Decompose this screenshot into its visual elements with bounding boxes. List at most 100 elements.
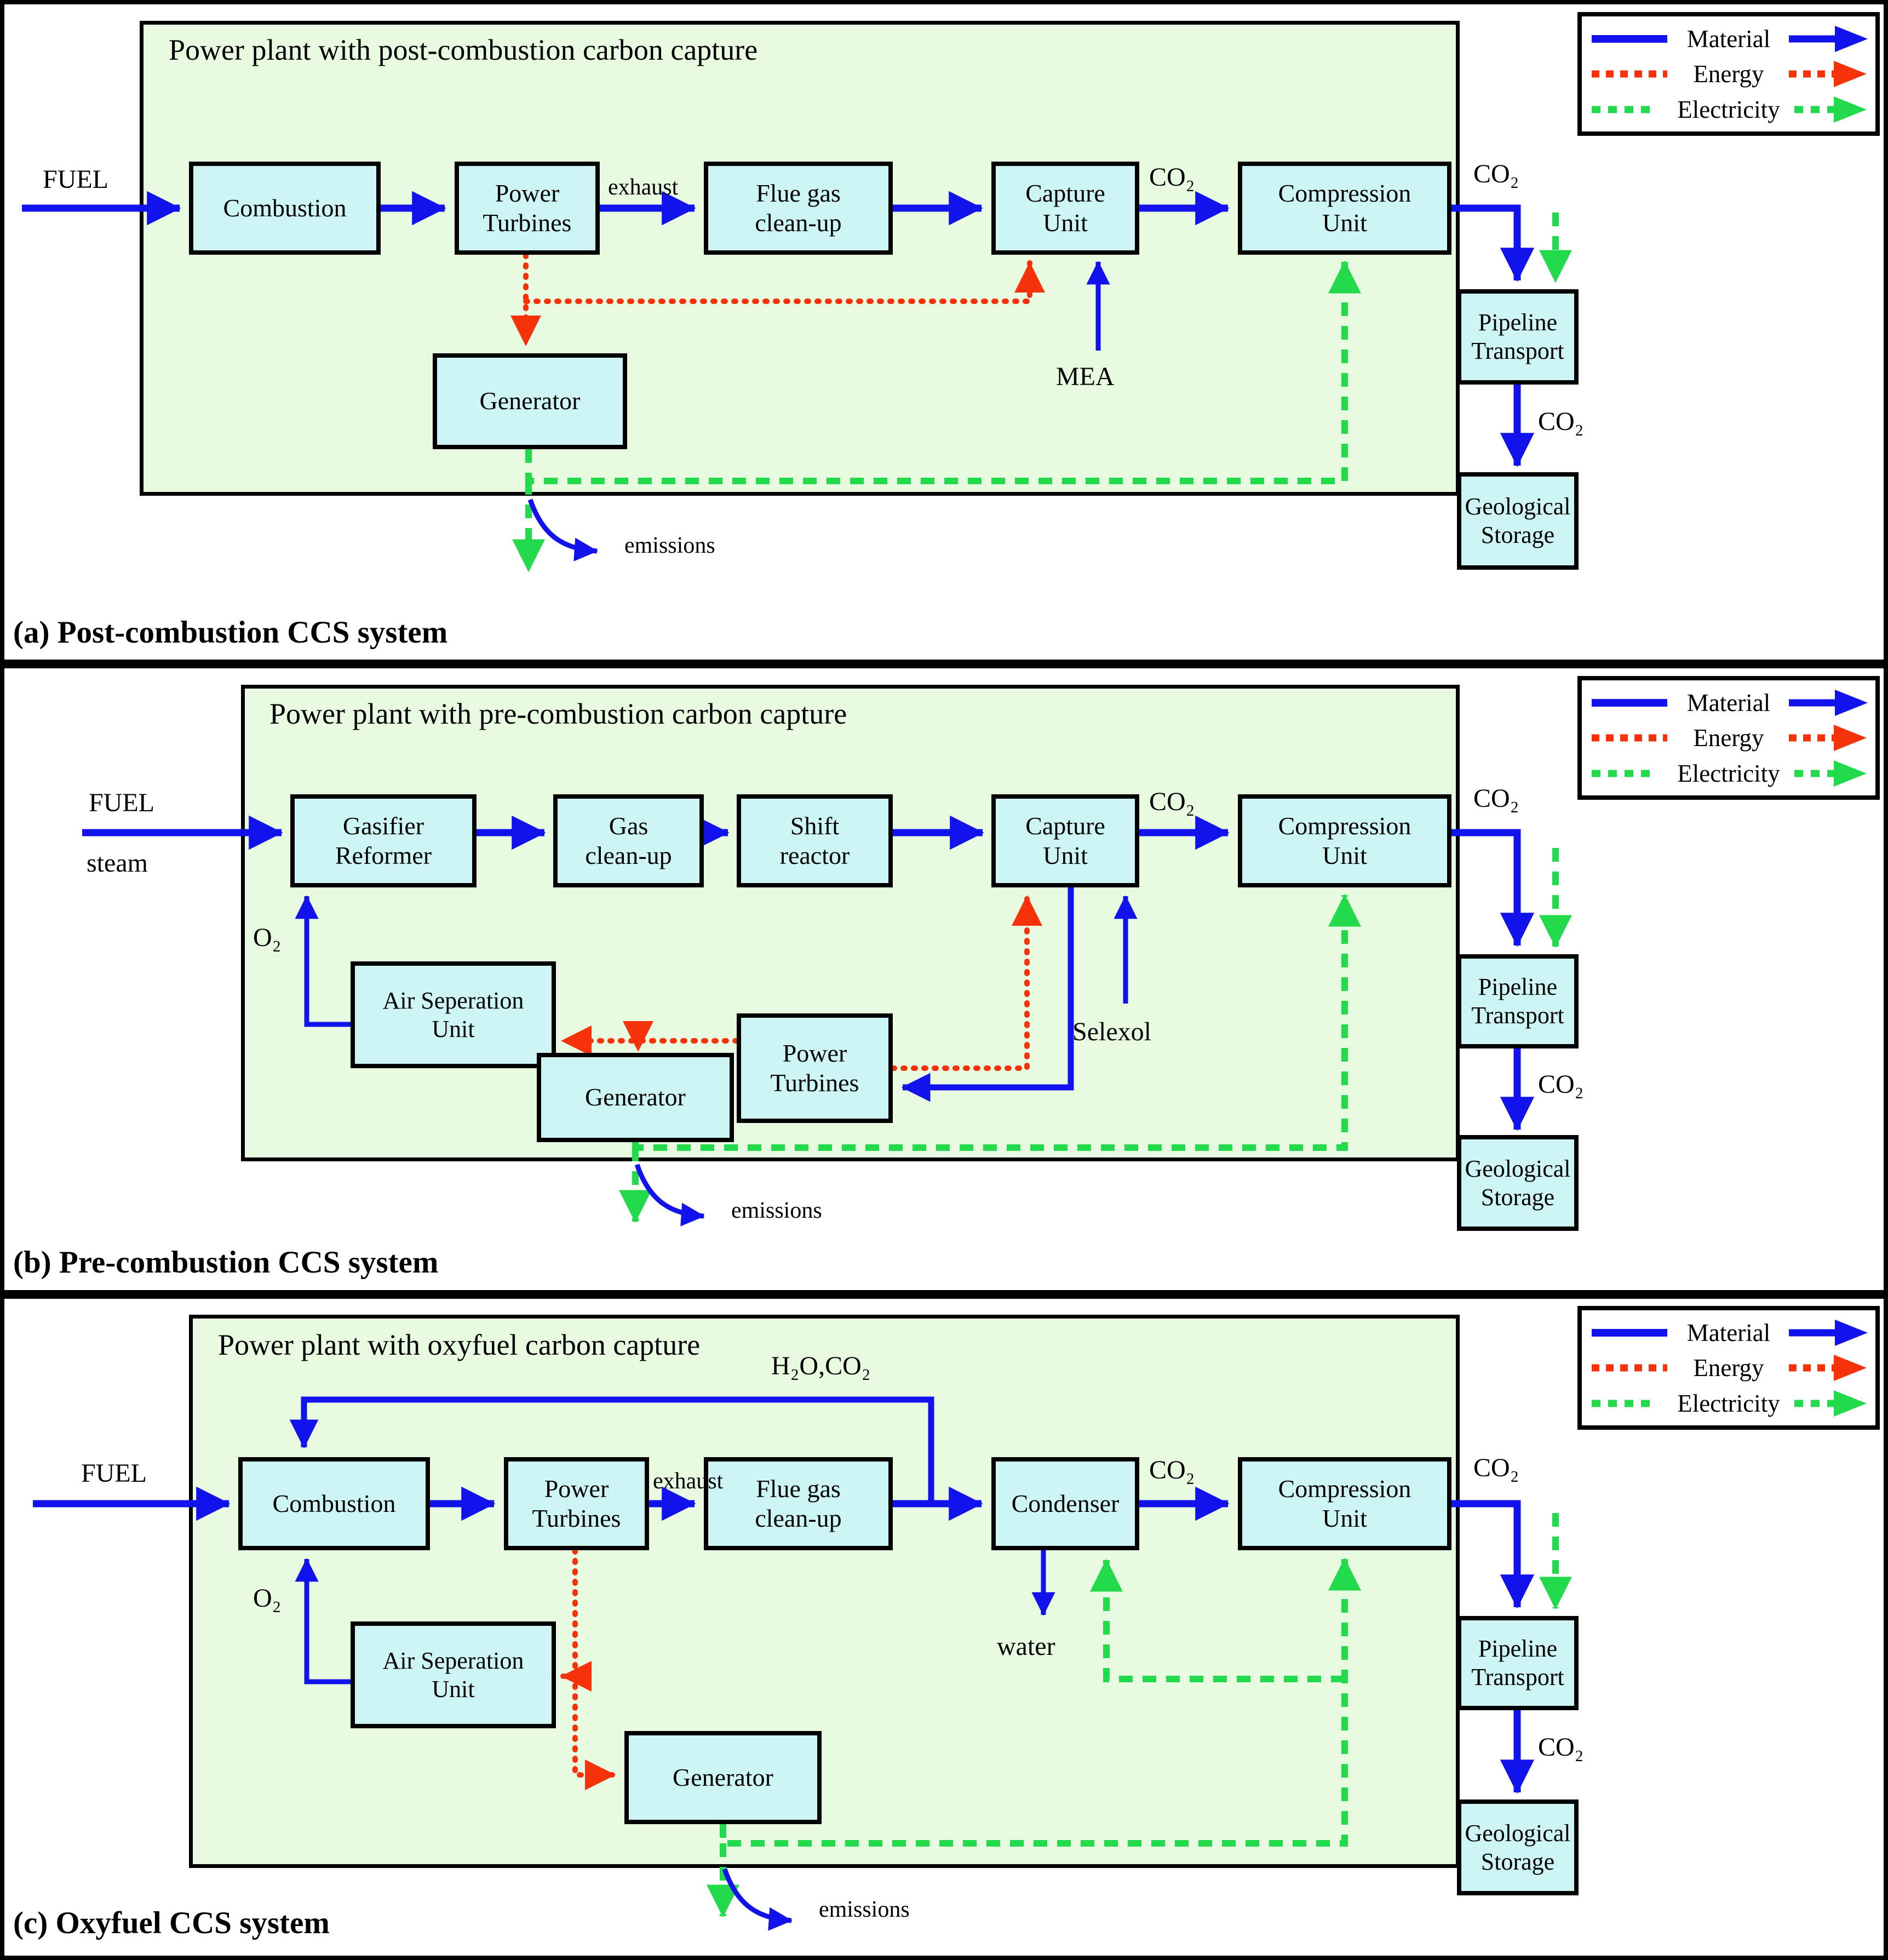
energy-line-icon <box>1592 1364 1667 1372</box>
box-flue-gas-cleanup-a: Flue gas clean-up <box>704 162 893 255</box>
box-compression-unit-a: Compression Unit <box>1238 162 1451 255</box>
legend-b: Material Energy Electricity <box>1577 676 1880 800</box>
legend-row-energy: Energy <box>1588 59 1869 89</box>
caption-b: (b) Pre-combustion CCS system <box>13 1245 439 1280</box>
legend-material-label: Material <box>1686 1319 1771 1346</box>
electricity-arrow-icon <box>1794 1390 1867 1417</box>
b-energy-to-capture <box>890 893 1043 1071</box>
b-o2-arrow <box>295 895 355 1027</box>
label-co2-out-c: CO₂ <box>1473 1453 1519 1482</box>
legend-row-electricity: Electricity <box>1588 1388 1869 1419</box>
label-emissions-a: emissions <box>624 533 715 558</box>
legend-row-material: Material <box>1588 1317 1869 1348</box>
box-generator-a: Generator <box>433 353 627 449</box>
label-fuel-a: FUEL <box>43 165 108 194</box>
caption-a: (a) Post-combustion CCS system <box>13 615 448 650</box>
label-exhaust-a: exhaust <box>608 175 679 200</box>
c-electricity-to-compression <box>720 1557 1361 1847</box>
electricity-line-icon <box>1592 1400 1654 1407</box>
box-geological-storage-a: Geological Storage <box>1457 472 1579 570</box>
energy-line-icon <box>1592 70 1667 78</box>
plant-boundary-a <box>140 21 1460 496</box>
b-electricity-to-compression <box>632 893 1361 1151</box>
box-compression-unit-c: Compression Unit <box>1238 1457 1451 1550</box>
legend-electricity-label: Electricity <box>1677 1389 1780 1417</box>
label-selexol-b: Selexol <box>1072 1017 1151 1046</box>
electricity-line-icon <box>1592 770 1654 777</box>
label-o2-c: O₂ <box>253 1584 282 1613</box>
legend-energy-label: Energy <box>1693 60 1764 88</box>
c-o2-arrow <box>295 1558 355 1684</box>
legend-material-label: Material <box>1686 25 1771 53</box>
caption-c: (c) Oxyfuel CCS system <box>13 1906 330 1940</box>
box-shift-reactor-b: Shift reactor <box>737 794 893 887</box>
legend-c: Material Energy Electricity <box>1577 1306 1880 1430</box>
electricity-arrow-icon <box>1794 96 1867 123</box>
a-electricity-to-compression <box>525 260 1361 484</box>
material-line-icon <box>1592 35 1667 43</box>
label-co2-condenser-c: CO₂ <box>1149 1455 1195 1485</box>
box-combustion-a: Combustion <box>189 162 381 255</box>
a-emissions-arrow <box>527 498 598 561</box>
legend-electricity-label: Electricity <box>1677 95 1780 123</box>
energy-arrow-icon <box>1789 1355 1867 1381</box>
energy-line-icon <box>1592 734 1667 742</box>
legend-energy-label: Energy <box>1693 1354 1764 1382</box>
label-mea-a: MEA <box>1056 362 1115 391</box>
plant-title-c: Power plant with oxyfuel carbon capture <box>218 1328 701 1361</box>
electricity-arrow-icon <box>1794 760 1867 787</box>
box-power-turbines-a: Power Turbines <box>455 162 600 255</box>
legend-energy-label: Energy <box>1693 724 1764 752</box>
box-gas-cleanup-b: Gas clean-up <box>553 794 704 887</box>
material-line-icon <box>1592 698 1667 707</box>
label-emissions-b: emissions <box>731 1198 822 1223</box>
energy-arrow-icon <box>1789 61 1867 87</box>
label-co2-pipe-a: CO₂ <box>1538 407 1584 436</box>
legend-row-material: Material <box>1588 687 1869 718</box>
b-capture-to-turbines <box>901 887 1074 1102</box>
box-power-turbines-b: Power Turbines <box>737 1013 893 1123</box>
plant-title-a: Power plant with post-combustion carbon … <box>169 33 758 66</box>
label-fuel-c: FUEL <box>81 1459 147 1488</box>
legend-electricity-label: Electricity <box>1677 759 1780 787</box>
box-pipeline-transport-a: Pipeline Transport <box>1457 289 1579 385</box>
c-energy-to-generator <box>572 1548 617 1791</box>
legend-row-energy: Energy <box>1588 1352 1869 1383</box>
c-recycle-h2o-co2 <box>289 1396 934 1504</box>
label-exhaust-c: exhaust <box>653 1469 724 1494</box>
label-water-c: water <box>997 1632 1055 1661</box>
legend-row-energy: Energy <box>1588 723 1869 753</box>
material-arrow-icon <box>1789 1319 1868 1346</box>
label-co2-capture-a: CO₂ <box>1149 163 1195 192</box>
legend-row-electricity: Electricity <box>1588 758 1869 789</box>
label-co2-out-a: CO₂ <box>1473 159 1519 188</box>
plant-title-b: Power plant with pre-combustion carbon c… <box>269 697 847 730</box>
box-condenser-c: Condenser <box>991 1457 1139 1550</box>
energy-arrow-icon <box>1789 725 1867 751</box>
label-h2o-co2-c: H₂O,CO₂ <box>771 1351 871 1380</box>
label-steam-b: steam <box>87 849 148 878</box>
a-co2-to-pipeline <box>1451 204 1535 282</box>
box-capture-unit-a: Capture Unit <box>991 162 1139 255</box>
legend-material-label: Material <box>1686 689 1771 717</box>
box-combustion-c: Combustion <box>238 1457 430 1550</box>
legend-row-electricity: Electricity <box>1588 94 1869 125</box>
box-power-turbines-c: Power Turbines <box>504 1457 649 1550</box>
label-co2-pipe-b: CO₂ <box>1538 1070 1584 1099</box>
box-flue-gas-cleanup-c: Flue gas clean-up <box>704 1457 893 1550</box>
label-emissions-c: emissions <box>819 1897 910 1922</box>
box-pipeline-transport-c: Pipeline Transport <box>1457 1616 1579 1710</box>
material-line-icon <box>1592 1328 1667 1337</box>
box-compression-unit-b: Compression Unit <box>1238 794 1451 887</box>
c-co2-to-pipeline <box>1451 1500 1535 1609</box>
box-pipeline-transport-b: Pipeline Transport <box>1457 954 1579 1048</box>
material-arrow-icon <box>1789 25 1868 52</box>
legend-row-material: Material <box>1588 24 1869 54</box>
box-generator-c: Generator <box>624 1731 822 1824</box>
c-electricity-to-condenser <box>1090 1558 1345 1682</box>
a-energy-to-capture <box>523 260 1046 304</box>
legend-a: Material Energy Electricity <box>1577 12 1880 136</box>
label-co2-out-b: CO₂ <box>1473 784 1519 813</box>
label-co2-pipe-c: CO₂ <box>1538 1733 1584 1762</box>
